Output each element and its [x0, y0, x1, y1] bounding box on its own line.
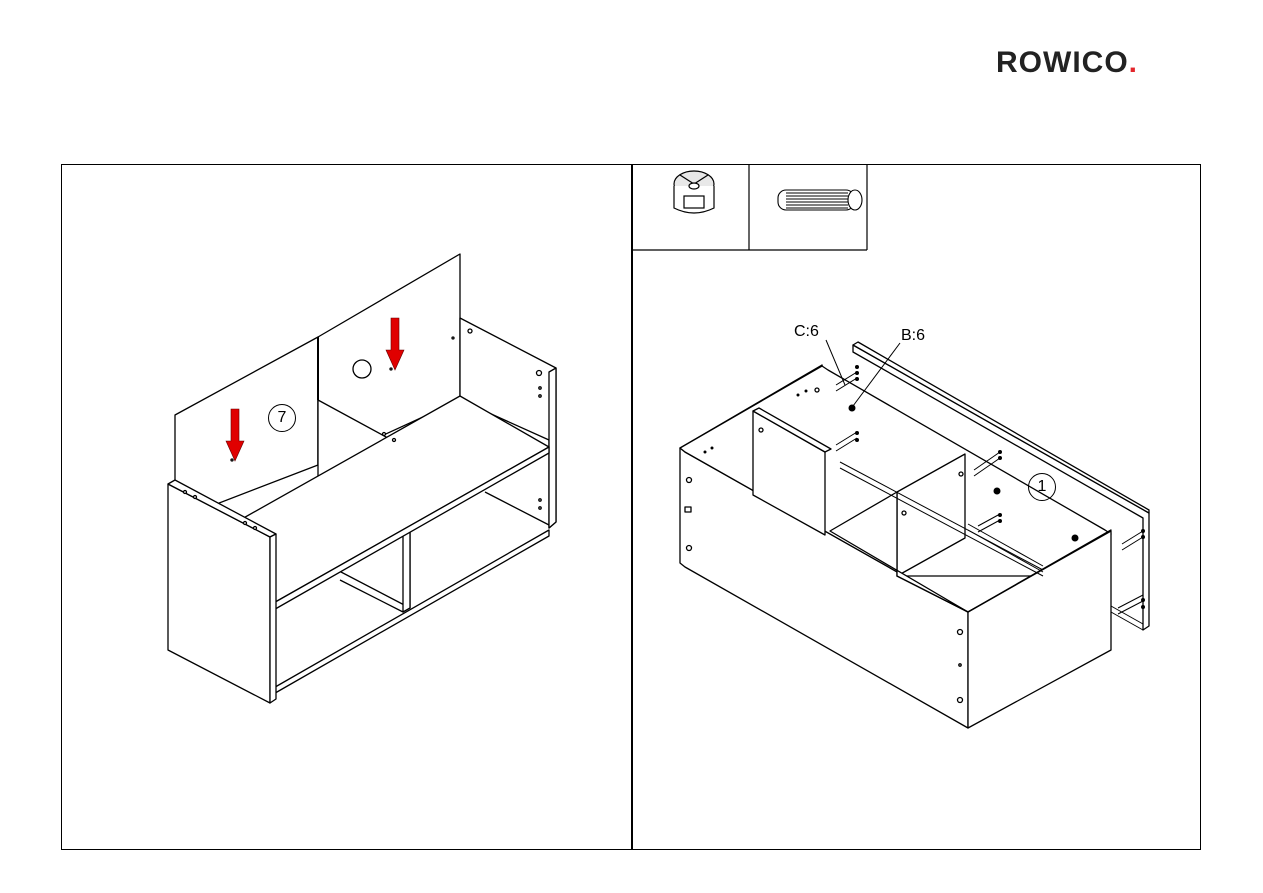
- cam-lock-icon: [674, 171, 714, 213]
- wooden-dowel-icon: [778, 190, 862, 210]
- hole-circle: [353, 360, 371, 378]
- hardware-callout-b: B:6: [901, 327, 925, 345]
- left-assembly-drawing: [168, 254, 556, 703]
- part-number-badge: 1: [1028, 473, 1056, 501]
- part-number-badge: 7: [268, 404, 296, 432]
- right-assembly-drawing: [680, 342, 1149, 728]
- hardware-callout-c: C:6: [794, 323, 819, 341]
